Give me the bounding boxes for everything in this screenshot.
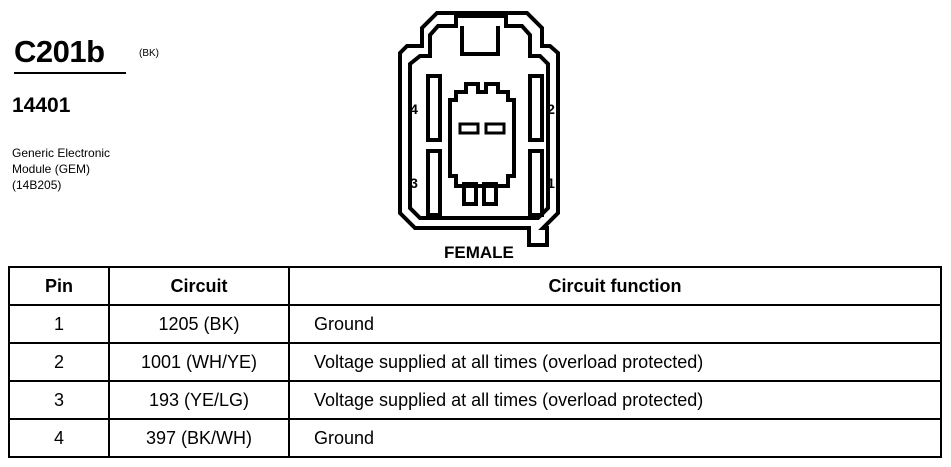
pin-label-4: 4 (410, 101, 418, 117)
cell-function: Ground (288, 304, 942, 344)
description-line: (14B205) (12, 178, 62, 192)
title-underline (14, 72, 126, 74)
cell-function: Ground (288, 418, 942, 458)
cell-circuit: 397 (BK/WH) (108, 418, 290, 458)
header-circuit: Circuit (108, 266, 290, 306)
center-slot-right (484, 122, 506, 135)
pinout-table: Pin Circuit Circuit function 1 1205 (BK)… (8, 266, 942, 458)
table-row: 4 397 (BK/WH) Ground (8, 418, 942, 458)
cell-pin: 1 (8, 304, 110, 344)
center-slot-left (458, 122, 480, 135)
pin-label-1: 1 (547, 175, 555, 191)
cell-pin: 2 (8, 342, 110, 382)
pin-label-3: 3 (410, 175, 418, 191)
connector-inner-wall (408, 14, 550, 220)
module-description: Generic Electronic Module (GEM) (14B205) (12, 145, 110, 193)
header-function: Circuit function (288, 266, 942, 306)
description-line: Module (GEM) (12, 162, 91, 176)
description-line: Generic Electronic (12, 146, 111, 160)
center-foot-right (482, 182, 498, 206)
cell-pin: 4 (8, 418, 110, 458)
connector-color-code: (BK) (139, 48, 159, 59)
cavity-3 (426, 149, 442, 217)
connector-id: C201b (14, 34, 105, 69)
cell-pin: 3 (8, 380, 110, 420)
locking-tab (460, 26, 500, 56)
center-foot-left (462, 182, 478, 206)
table-row: 2 1001 (WH/YE) Voltage supplied at all t… (8, 342, 942, 382)
cell-function: Voltage supplied at all times (overload … (288, 342, 942, 382)
part-number: 14401 (12, 94, 71, 117)
cell-circuit: 193 (YE/LG) (108, 380, 290, 420)
table-row: 1 1205 (BK) Ground (8, 304, 942, 344)
table-row: 3 193 (YE/LG) Voltage supplied at all ti… (8, 380, 942, 420)
pin-label-2: 2 (547, 101, 555, 117)
gender-label: FEMALE (444, 243, 514, 262)
table-header-row: Pin Circuit Circuit function (8, 266, 942, 306)
cavity-4 (426, 74, 442, 142)
cavity-1 (528, 149, 544, 217)
cell-circuit: 1205 (BK) (108, 304, 290, 344)
connector-housing (398, 11, 560, 247)
cavity-2 (528, 74, 544, 142)
connector-face-diagram: 4 2 3 1 (398, 11, 560, 247)
cell-function: Voltage supplied at all times (overload … (288, 380, 942, 420)
cell-circuit: 1001 (WH/YE) (108, 342, 290, 382)
center-key (448, 82, 516, 188)
header-pin: Pin (8, 266, 110, 306)
